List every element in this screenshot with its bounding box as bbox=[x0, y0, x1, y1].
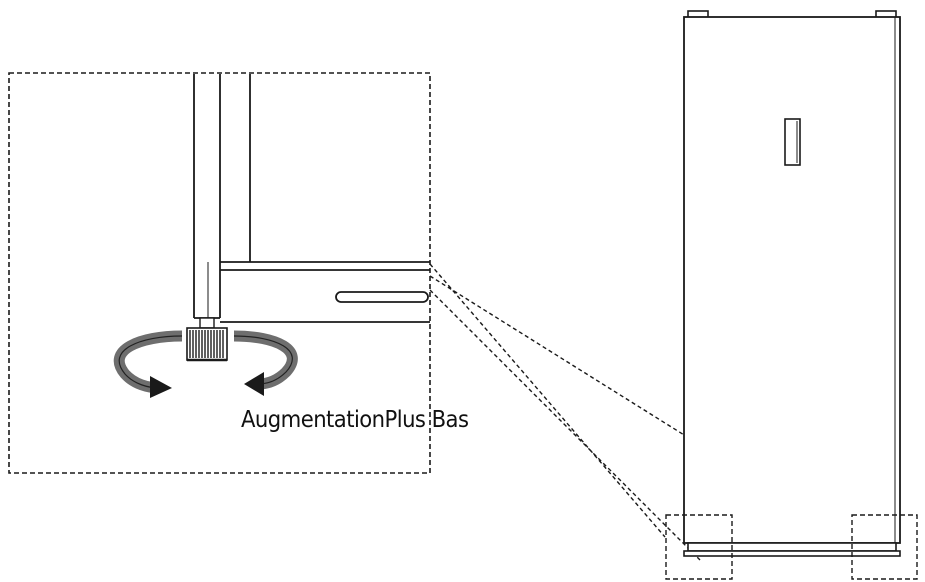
appliance-base bbox=[683, 542, 901, 557]
foot-detail-box-right bbox=[851, 514, 918, 580]
appliance-door bbox=[683, 16, 901, 544]
adjustable-foot bbox=[186, 317, 228, 362]
door-handle bbox=[784, 118, 801, 166]
rotate-arrow-left-icon bbox=[113, 330, 183, 398]
cabinet-side-wall bbox=[193, 74, 251, 319]
rail-slot bbox=[335, 291, 429, 303]
diagram-caption: AugmentationPlus Bas bbox=[241, 407, 469, 433]
base-rail bbox=[220, 261, 430, 323]
appliance-front-view bbox=[665, 10, 918, 580]
foot-detail-box-left bbox=[665, 514, 733, 580]
detail-frame bbox=[8, 72, 431, 474]
detail-inset bbox=[8, 72, 431, 474]
rotate-arrow-right-icon bbox=[233, 330, 298, 396]
